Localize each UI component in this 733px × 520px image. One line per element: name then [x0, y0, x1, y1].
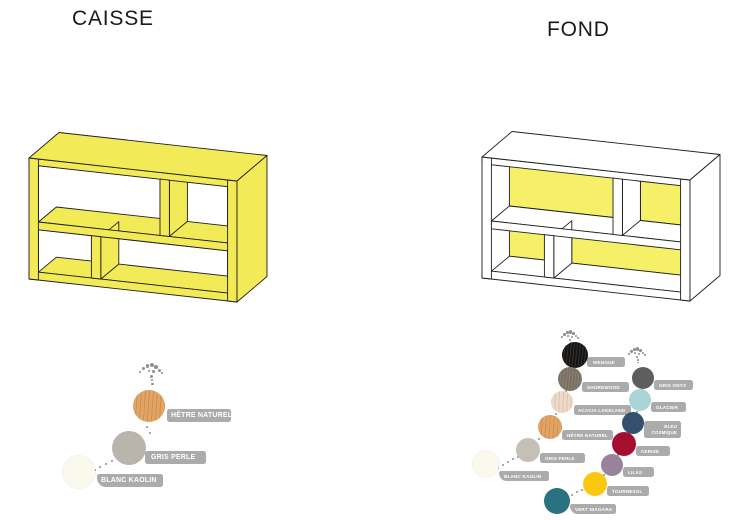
decorative-dot [98, 465, 102, 469]
decorative-dot [110, 459, 114, 463]
decorative-dot [637, 352, 640, 355]
decorative-dot [506, 460, 510, 464]
decorative-dot [154, 365, 158, 369]
decorative-dot [150, 378, 154, 382]
fond-title: FOND [547, 18, 610, 41]
swatch-vert-niagara[interactable] [544, 488, 570, 514]
swatch-blanc-kaolin[interactable] [473, 451, 499, 477]
decorative-dot [104, 462, 108, 466]
swatch-shorewood[interactable] [558, 367, 582, 391]
decorative-dot [147, 369, 151, 373]
swatch-label-blanc-kaolin: BLANC KAOLIN [97, 474, 163, 487]
decorative-dot [572, 332, 575, 335]
decorative-dot [635, 410, 639, 414]
decorative-dot [501, 463, 505, 467]
decorative-dot [151, 369, 156, 374]
decorative-dot [151, 382, 154, 386]
decorative-dot [566, 331, 569, 334]
decorative-dot [570, 335, 573, 338]
decorative-dot [639, 349, 642, 352]
decorative-dot [158, 368, 161, 372]
swatch-wengue[interactable] [562, 342, 588, 368]
swatch-hetre-naturel[interactable] [538, 415, 562, 439]
decorative-dot [628, 353, 630, 355]
swatch-gris-onyx[interactable] [632, 367, 654, 389]
decorative-dot [561, 336, 563, 338]
swatch-tournesol[interactable] [583, 472, 607, 496]
decorative-dot [575, 490, 579, 494]
decorative-dot [567, 335, 570, 338]
decorative-dot [636, 358, 639, 361]
swatch-bleu-cosmique[interactable] [622, 412, 644, 434]
decorative-dot [570, 493, 574, 497]
swatch-label-vert-niagara: VERT NIAGARA [570, 504, 616, 514]
swatch-acacia-lakeland[interactable] [551, 391, 573, 413]
swatch-hetre-naturel[interactable] [133, 390, 165, 422]
decorative-dot [138, 370, 142, 374]
swatch-cerise[interactable] [612, 432, 636, 456]
decorative-dot [641, 351, 645, 354]
decorative-dot [576, 336, 579, 339]
decorative-dot [637, 361, 639, 364]
swatch-blanc-kaolin[interactable] [63, 456, 95, 488]
decorative-dot [149, 362, 155, 368]
decorative-dot [569, 330, 573, 334]
decorative-dot [537, 437, 541, 441]
decorative-dot [580, 488, 584, 492]
swatch-glacier[interactable] [629, 389, 651, 411]
swatch-label-gris-perle: GRIS PERLE [145, 451, 206, 464]
swatch-lilas[interactable] [601, 454, 623, 476]
decorative-dot [93, 468, 97, 472]
decorative-dot [568, 338, 571, 341]
decorative-dot [633, 348, 636, 351]
caisse-title: CAISSE [72, 7, 154, 30]
decorative-dot [630, 350, 633, 353]
swatch-label-gris-onyx: GRIS ONYX [654, 380, 693, 390]
decorative-dot [635, 355, 638, 358]
decorative-dot [563, 333, 566, 336]
decorative-dot [634, 352, 637, 355]
decorative-dot [148, 431, 152, 435]
swatch-gris-perle[interactable] [516, 438, 540, 462]
swatch-label-acacia-lakeland: ACACIA LAKELAND [574, 405, 631, 415]
swatch-label-gris-perle: GRIS PERLE [540, 453, 585, 463]
decorative-dot [554, 412, 558, 416]
decorative-dot [142, 367, 145, 370]
swatch-label-hetre-naturel: HÊTRE NATUREL [562, 430, 613, 440]
decorative-dot [564, 389, 568, 393]
decorative-dot [636, 347, 640, 351]
swatch-label-lilas: LILAS [623, 467, 654, 477]
swatch-label-cerise: CERISE [636, 446, 670, 456]
swatch-label-hetre-naturel: HÊTRE NATUREL [167, 409, 232, 422]
decorative-dot [145, 364, 150, 368]
swatch-label-blanc-kaolin: BLANC KAOLIN [499, 471, 549, 481]
swatch-label-shorewood: SHOREWOOD [582, 382, 629, 392]
decorative-dot [145, 425, 149, 429]
swatch-label-glacier: GLACIER [651, 402, 686, 412]
decorative-dot [160, 371, 164, 375]
swatch-label-wengue: WENGUE [587, 357, 625, 367]
swatch-label-tournesol: TOURNESOL [607, 486, 649, 496]
decorative-dot [643, 353, 646, 356]
swatch-gris-perle[interactable] [112, 431, 146, 465]
decorative-dot [511, 457, 515, 461]
decorative-dot [602, 473, 606, 477]
decorative-dot [149, 374, 153, 378]
decorative-dot [574, 334, 578, 337]
